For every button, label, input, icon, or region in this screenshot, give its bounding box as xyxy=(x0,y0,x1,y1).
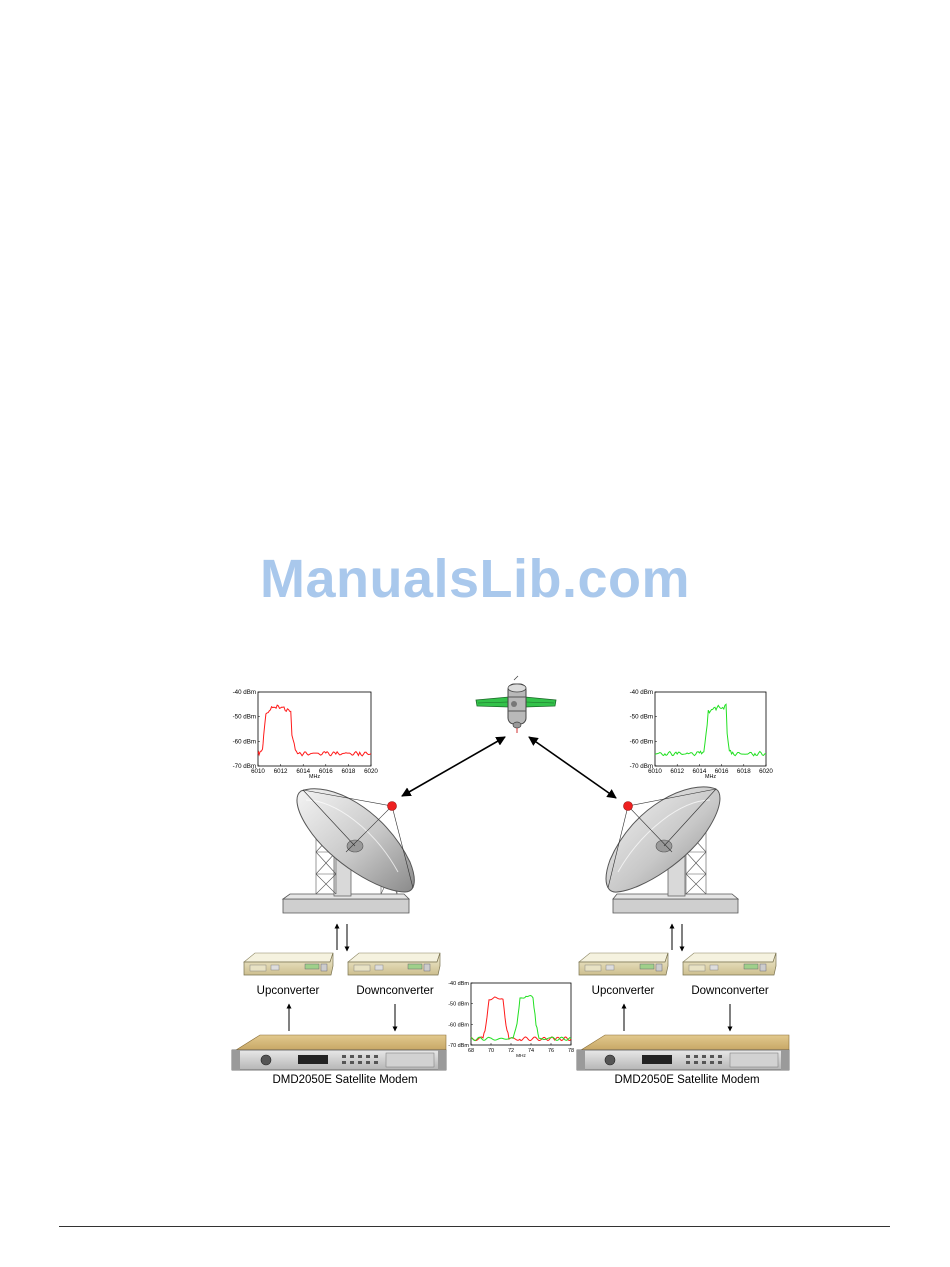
x-tick-label: 6018 xyxy=(737,768,751,775)
x-tick-label: 74 xyxy=(528,1048,534,1054)
left-downconverter-label: Downconverter xyxy=(356,985,434,997)
satellite-icon xyxy=(476,676,556,733)
x-tick-label: 6018 xyxy=(342,768,356,775)
y-tick-label: -60 dBm xyxy=(233,738,256,745)
x-tick-label: 72 xyxy=(508,1048,514,1054)
right-modem-label: DMD2050E Satellite Modem xyxy=(614,1074,759,1086)
y-tick-label: -40 dBm xyxy=(630,689,653,696)
x-tick-label: 6020 xyxy=(364,768,378,775)
right-upconverter-label: Upconverter xyxy=(592,985,655,997)
plot-frame xyxy=(258,692,371,766)
x-axis-label: MHz xyxy=(516,1053,526,1058)
satellite-modem-icon xyxy=(577,1035,789,1070)
upconverter-unit-icon xyxy=(244,953,333,975)
y-tick-label: -50 dBm xyxy=(448,1002,469,1008)
x-tick-label: 6016 xyxy=(319,768,333,775)
satellite-dish-icon xyxy=(606,787,738,913)
downconverter-unit-icon xyxy=(348,953,440,975)
x-tick-label: 68 xyxy=(468,1048,474,1054)
y-tick-label: -40 dBm xyxy=(233,689,256,696)
y-tick-label: -50 dBm xyxy=(233,714,256,721)
x-tick-label: 6010 xyxy=(648,768,662,775)
downconverter-unit-icon xyxy=(683,953,776,975)
x-tick-label: 78 xyxy=(568,1048,574,1054)
x-tick-label: 6012 xyxy=(670,768,684,775)
y-tick-label: -50 dBm xyxy=(630,714,653,721)
y-tick-label: -60 dBm xyxy=(630,738,653,745)
x-axis-label: MHz xyxy=(309,774,320,780)
x-tick-label: 6010 xyxy=(251,768,265,775)
link-arrow-right xyxy=(529,737,616,798)
x-tick-label: 70 xyxy=(488,1048,494,1054)
right-downconverter-label: Downconverter xyxy=(691,985,769,997)
satellite-dish-icon xyxy=(283,789,414,913)
x-tick-label: 76 xyxy=(548,1048,554,1054)
x-axis-label: MHz xyxy=(705,774,716,780)
footer-rule xyxy=(59,1226,890,1227)
left-upconverter-label: Upconverter xyxy=(257,985,320,997)
x-tick-label: 6016 xyxy=(715,768,729,775)
upconverter-unit-icon xyxy=(579,953,668,975)
left-modem-label: DMD2050E Satellite Modem xyxy=(272,1074,417,1086)
plot-frame xyxy=(471,983,571,1045)
x-tick-label: 6012 xyxy=(274,768,288,775)
y-tick-label: -70 dBm xyxy=(448,1043,469,1049)
y-tick-label: -40 dBm xyxy=(448,981,469,987)
x-tick-label: 6020 xyxy=(759,768,773,775)
link-arrow-left xyxy=(402,737,505,796)
satellite-modem-icon xyxy=(232,1035,446,1070)
y-tick-label: -60 dBm xyxy=(448,1022,469,1028)
